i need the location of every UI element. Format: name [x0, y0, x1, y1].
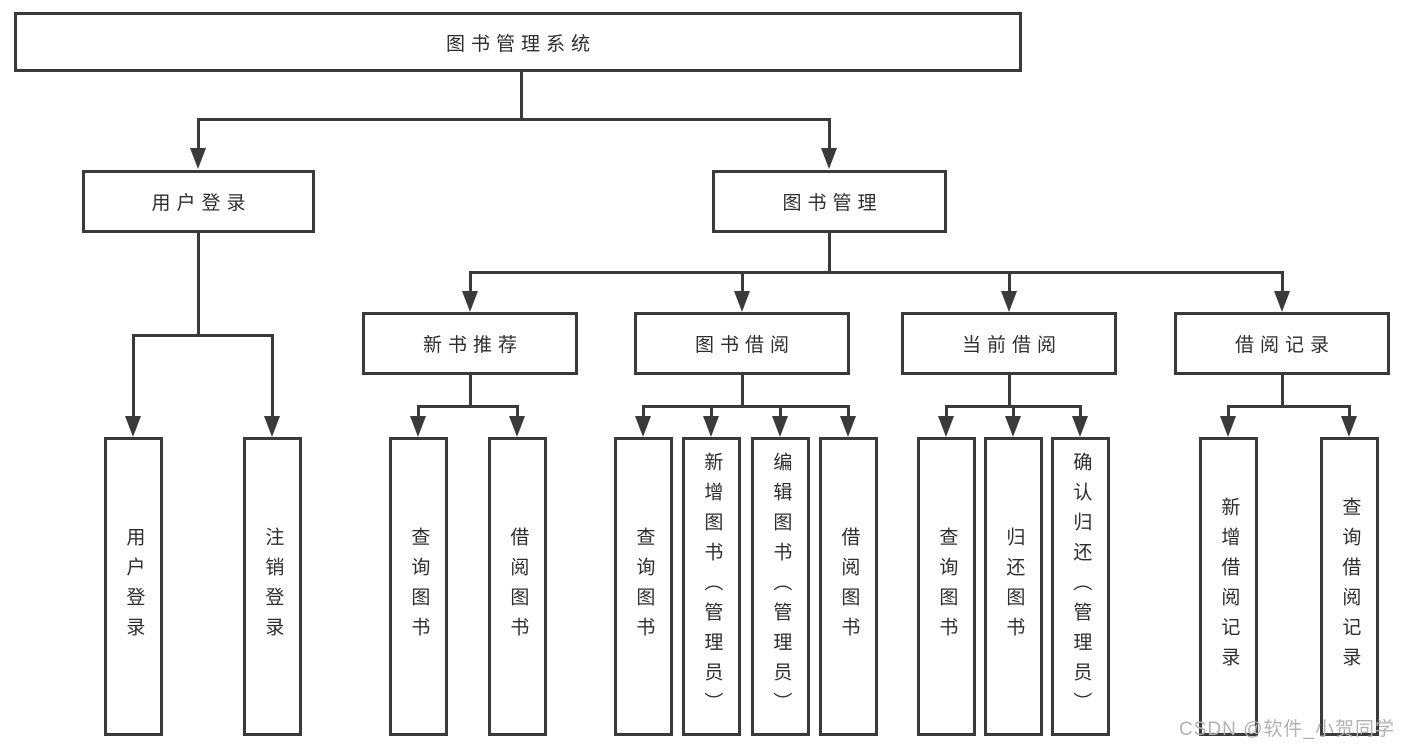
leaf-label: 归还图书: [1003, 526, 1025, 647]
connector-line: [197, 118, 831, 121]
connector-line: [1008, 271, 1011, 293]
connector-line: [828, 118, 831, 151]
connector-line: [1281, 375, 1284, 407]
leaf-label: 确认归还（管理员）: [1070, 451, 1092, 722]
leaf-user-login: 用户登录: [104, 437, 163, 736]
connector-line: [1227, 405, 1230, 419]
connector-line: [741, 271, 744, 293]
arrowhead-icon: [840, 416, 856, 437]
arrowhead-icon: [462, 291, 478, 312]
leaf-query-book-1: 查询图书: [389, 437, 448, 736]
node-book-management: 图书管理: [712, 170, 947, 233]
leaf-label: 注销登录: [262, 526, 284, 647]
leaf-add-borrow-record: 新增借阅记录: [1199, 437, 1258, 736]
connector-line: [1281, 271, 1284, 293]
node-user-login: 用户登录: [82, 170, 315, 233]
leaf-edit-book-admin: 编辑图书（管理员）: [751, 437, 810, 736]
arrowhead-icon: [190, 148, 206, 169]
connector-line: [741, 375, 744, 407]
leaf-query-book-2: 查询图书: [614, 437, 673, 736]
arrowhead-icon: [1001, 291, 1017, 312]
leaf-label: 查询借阅记录: [1339, 496, 1361, 677]
arrowhead-icon: [703, 416, 719, 437]
leaf-return-book: 归还图书: [984, 437, 1043, 736]
node-root: 图书管理系统: [14, 12, 1022, 72]
arrowhead-icon: [734, 291, 750, 312]
connector-line: [779, 405, 782, 419]
leaf-confirm-return-admin: 确认归还（管理员）: [1051, 437, 1110, 736]
connector-line: [1348, 405, 1351, 419]
arrowhead-icon: [1220, 416, 1236, 437]
arrowhead-icon: [938, 416, 954, 437]
arrowhead-icon: [635, 416, 651, 437]
connector-line: [469, 271, 1283, 274]
connector-line: [1227, 405, 1351, 408]
connector-line: [469, 375, 472, 407]
leaf-label: 借阅图书: [838, 526, 860, 647]
connector-line: [132, 334, 135, 419]
connector-line: [1008, 375, 1011, 407]
arrowhead-icon: [772, 416, 788, 437]
connector-line: [417, 405, 420, 419]
connector-line: [271, 334, 274, 419]
connector-line: [828, 233, 831, 274]
leaf-query-borrow-record: 查询借阅记录: [1320, 437, 1379, 736]
leaf-query-book-3: 查询图书: [917, 437, 976, 736]
connector-line: [469, 271, 472, 293]
node-borrow-record: 借阅记录: [1174, 312, 1390, 375]
leaf-borrow-book-1: 借阅图书: [488, 437, 547, 736]
arrowhead-icon: [821, 148, 837, 169]
node-new-book-recommend: 新书推荐: [362, 312, 578, 375]
connector-line: [197, 233, 200, 336]
leaf-label: 查询图书: [408, 526, 430, 647]
connector-line: [197, 118, 200, 151]
leaf-label: 用户登录: [123, 526, 145, 647]
arrowhead-icon: [1005, 416, 1021, 437]
arrowhead-icon: [509, 416, 525, 437]
node-current-borrow: 当前借阅: [901, 312, 1117, 375]
watermark: CSDN @软件_小贺同学: [1179, 719, 1395, 740]
connector-line: [642, 405, 850, 408]
leaf-label: 编辑图书（管理员）: [770, 451, 792, 722]
leaf-label: 借阅图书: [507, 526, 529, 647]
arrowhead-icon: [1072, 416, 1088, 437]
connector-line: [1079, 405, 1082, 419]
arrowhead-icon: [1341, 416, 1357, 437]
arrowhead-icon: [125, 416, 141, 437]
leaf-borrow-book-2: 借阅图书: [819, 437, 878, 736]
connector-line: [710, 405, 713, 419]
connector-line: [1012, 405, 1015, 419]
leaf-add-book-admin: 新增图书（管理员）: [682, 437, 741, 736]
connector-line: [417, 405, 519, 408]
arrowhead-icon: [1274, 291, 1290, 312]
arrowhead-icon: [264, 416, 280, 437]
connector-line: [847, 405, 850, 419]
connector-line: [642, 405, 645, 419]
leaf-logout: 注销登录: [243, 437, 302, 736]
node-book-borrow: 图书借阅: [634, 312, 850, 375]
leaf-label: 查询图书: [633, 526, 655, 647]
leaf-label: 新增图书（管理员）: [701, 451, 723, 722]
connector-line: [945, 405, 948, 419]
arrowhead-icon: [410, 416, 426, 437]
connector-line: [132, 334, 274, 337]
connector-line: [520, 72, 523, 119]
leaf-label: 新增借阅记录: [1218, 496, 1240, 677]
connector-line: [516, 405, 519, 419]
leaf-label: 查询图书: [936, 526, 958, 647]
